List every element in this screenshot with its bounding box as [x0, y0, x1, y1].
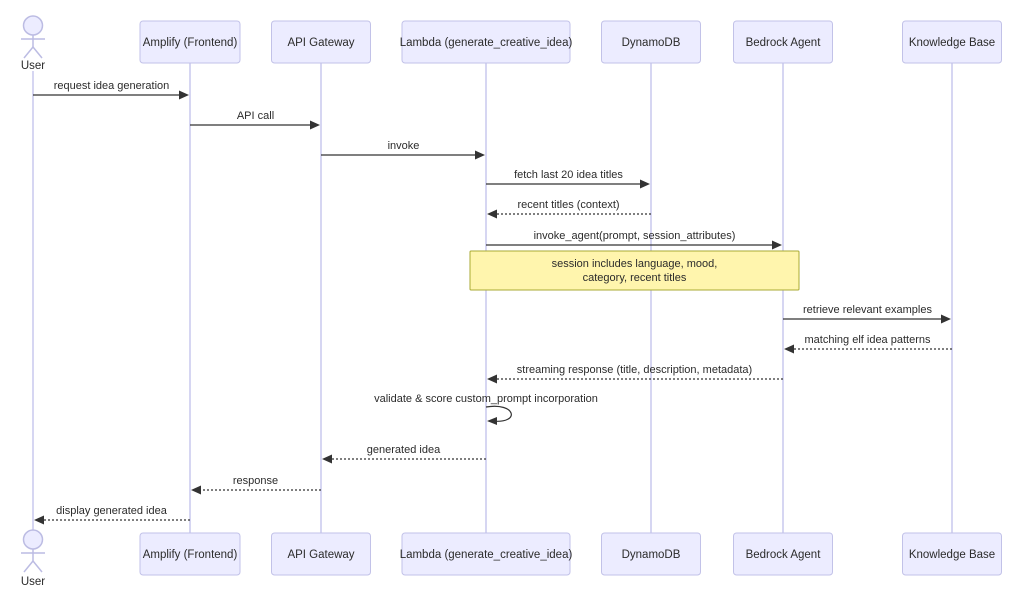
- participant-label: Lambda (generate_creative_idea): [400, 37, 573, 49]
- participant-box: [401, 20, 571, 64]
- participant-box: [271, 20, 371, 64]
- person-head: [22, 529, 44, 550]
- participant-box: [902, 532, 1002, 576]
- message-arrowhead: [784, 344, 794, 354]
- message-user-to-amplify: request idea generation: [33, 80, 189, 100]
- participant-box: [733, 20, 833, 64]
- message-label: streaming response (title, description, …: [517, 364, 752, 376]
- message-label: API call: [237, 110, 274, 122]
- participant-box: [601, 532, 701, 576]
- person-user-top: User: [21, 15, 45, 72]
- message-lambda-to-dynamo: fetch last 20 idea titles: [486, 169, 650, 189]
- participant-label: Bedrock Agent: [746, 37, 822, 49]
- message-bedrock-to-lambda: streaming response (title, description, …: [487, 364, 783, 384]
- message-arrowhead: [179, 90, 189, 100]
- message-arrowhead: [475, 150, 485, 160]
- message-label: response: [233, 475, 278, 487]
- participant-label: Knowledge Base: [909, 549, 995, 561]
- self-loop-curve: [485, 405, 512, 422]
- message-label: invoke: [388, 140, 420, 152]
- participant-label: DynamoDB: [622, 37, 681, 49]
- participant-box: [271, 532, 371, 576]
- message-apigw-to-amplify: response: [191, 475, 321, 495]
- message-label: fetch last 20 idea titles: [514, 169, 623, 181]
- message-arrowhead: [640, 179, 650, 189]
- note: session includes language, mood, category…: [469, 250, 800, 291]
- message-dynamo-to-lambda: recent titles (context): [487, 199, 651, 219]
- note-text-line: session includes language, mood,: [552, 258, 718, 270]
- participant-box: [733, 532, 833, 576]
- participant-amplify-bottom: Amplify (Frontend): [139, 532, 241, 576]
- message-lambda-to-apigw: generated idea: [322, 444, 486, 464]
- message-arrowhead: [487, 374, 497, 384]
- participant-label: Amplify (Frontend): [143, 37, 238, 49]
- participant-bedrock-top: Bedrock Agent: [733, 20, 833, 64]
- participant-label: API Gateway: [287, 37, 354, 49]
- message-label: recent titles (context): [517, 199, 619, 211]
- message-label: display generated idea: [56, 505, 168, 517]
- participant-lambda-top: Lambda (generate_creative_idea): [400, 20, 573, 64]
- participant-dynamo-top: DynamoDB: [601, 20, 701, 64]
- message-arrowhead: [772, 240, 782, 250]
- message-arrowhead: [487, 209, 497, 219]
- message-amplify-to-apigw: API call: [190, 110, 320, 130]
- note-box: [469, 250, 800, 291]
- message-label: matching elf idea patterns: [805, 334, 931, 346]
- participant-box: [139, 20, 241, 64]
- message-label: invoke_agent(prompt, session_attributes): [534, 230, 736, 242]
- participant-apigw-bottom: API Gateway: [271, 532, 371, 576]
- participant-box: [139, 532, 241, 576]
- message-lambda-to-bedrock: invoke_agent(prompt, session_attributes): [486, 230, 782, 250]
- message-lambda-to-lambda: validate & score custom_prompt incorpora…: [374, 393, 598, 425]
- participant-bedrock-bottom: Bedrock Agent: [733, 532, 833, 576]
- participant-label: Amplify (Frontend): [143, 549, 238, 561]
- participant-lambda-bottom: Lambda (generate_creative_idea): [400, 532, 573, 576]
- message-apigw-to-lambda: invoke: [321, 140, 485, 160]
- participant-box: [902, 20, 1002, 64]
- participant-label: API Gateway: [287, 549, 354, 561]
- message-arrowhead: [191, 485, 201, 495]
- message-arrowhead: [322, 454, 332, 464]
- message-label: retrieve relevant examples: [803, 304, 933, 316]
- person-leg-left: [23, 560, 34, 573]
- person-label: User: [21, 576, 45, 588]
- participant-kb-bottom: Knowledge Base: [902, 532, 1002, 576]
- participant-kb-top: Knowledge Base: [902, 20, 1002, 64]
- participant-label: Bedrock Agent: [746, 549, 822, 561]
- message-kb-to-bedrock: matching elf idea patterns: [784, 334, 952, 354]
- participant-apigw-top: API Gateway: [271, 20, 371, 64]
- participant-box: [401, 532, 571, 576]
- participant-label: Knowledge Base: [909, 37, 995, 49]
- message-arrowhead: [34, 515, 44, 525]
- person-head: [22, 15, 44, 36]
- person-leg-left: [23, 46, 34, 59]
- message-arrowhead: [310, 120, 320, 130]
- person-label: User: [21, 60, 45, 72]
- participant-box: [601, 20, 701, 64]
- self-loop-arrowhead: [487, 417, 497, 425]
- participant-label: DynamoDB: [622, 549, 681, 561]
- person-leg-right: [32, 46, 43, 59]
- participant-label: Lambda (generate_creative_idea): [400, 549, 573, 561]
- message-label: validate & score custom_prompt incorpora…: [374, 393, 598, 405]
- note-text-line: category, recent titles: [583, 272, 687, 284]
- message-label: request idea generation: [54, 80, 170, 92]
- person-user-bottom: User: [21, 529, 45, 588]
- message-label: generated idea: [367, 444, 441, 456]
- message-bedrock-to-kb: retrieve relevant examples: [783, 304, 951, 324]
- message-amplify-to-user: display generated idea: [34, 505, 190, 525]
- message-arrowhead: [941, 314, 951, 324]
- participant-dynamo-bottom: DynamoDB: [601, 532, 701, 576]
- participant-amplify-top: Amplify (Frontend): [139, 20, 241, 64]
- person-leg-right: [32, 560, 43, 573]
